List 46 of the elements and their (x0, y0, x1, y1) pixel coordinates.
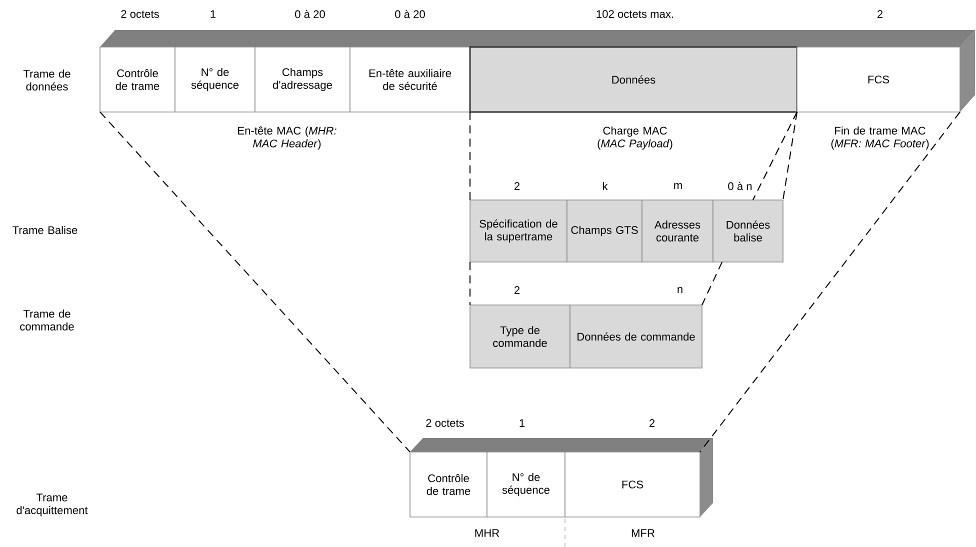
field-cell: Spécification de la supertrame (470, 200, 568, 262)
section-label: Charge MAC (MAC Payload) (598, 126, 672, 150)
size-label: 2 (650, 419, 655, 427)
size-label: 0 à 20 (395, 10, 425, 18)
frame-label: Trame Balise (12, 226, 78, 234)
expansion-line (782, 112, 798, 200)
size-label: 2 (878, 10, 883, 18)
frame-label: Trame de commande (20, 310, 74, 330)
field-cell: Contrôle de trame (100, 46, 176, 112)
size-label: 1 (210, 10, 216, 18)
size-label: 102 octets max. (596, 10, 674, 18)
size-label: 1 (520, 419, 525, 427)
expansion-line (100, 112, 410, 452)
field-cell: N° de séquence (174, 46, 256, 112)
size-label: 2 octets (121, 10, 159, 18)
field-cell: Contrôle de trame (410, 452, 488, 518)
field-cell: FCS (796, 46, 960, 112)
field-cell: Champs d'adressage (254, 46, 350, 112)
size-label: 2 octets (426, 419, 464, 427)
field-cell: Champs GTS (566, 200, 642, 262)
size-label: n (678, 287, 682, 293)
expansion-line (700, 112, 960, 452)
size-label: 2 (514, 286, 520, 294)
field-cell: Données de commande (570, 304, 702, 368)
field-cell: N° de séquence (486, 452, 566, 518)
field-cell: Adresses courante (642, 200, 714, 262)
section-label: Fin de trame MAC (MFR: MAC Footer) (831, 126, 929, 150)
expansion-line (469, 262, 471, 305)
field-cell: Type de commande (470, 304, 570, 368)
frame-label: Trame d'acquittement (16, 494, 88, 516)
expansion-line (702, 262, 723, 306)
size-label: m (674, 183, 682, 189)
frame-label: Trame de données (23, 70, 70, 90)
expansion-line (752, 112, 798, 200)
field-cell: Données (469, 46, 798, 113)
field-cell: FCS (564, 452, 700, 518)
field-cell: Données balise (712, 200, 784, 262)
section-label: MFR (632, 529, 654, 537)
size-label: k (603, 182, 608, 190)
section-label: MHR (475, 529, 500, 537)
expansion-line (469, 112, 471, 200)
size-label: 0 à n (728, 182, 752, 190)
field-cell: En-tête auxiliaire de sécurité (350, 46, 470, 112)
section-label: En-tête MAC (MHR: MAC Header) (238, 126, 336, 150)
size-label: 0 à 20 (295, 10, 325, 18)
size-label: 2 (514, 182, 520, 190)
